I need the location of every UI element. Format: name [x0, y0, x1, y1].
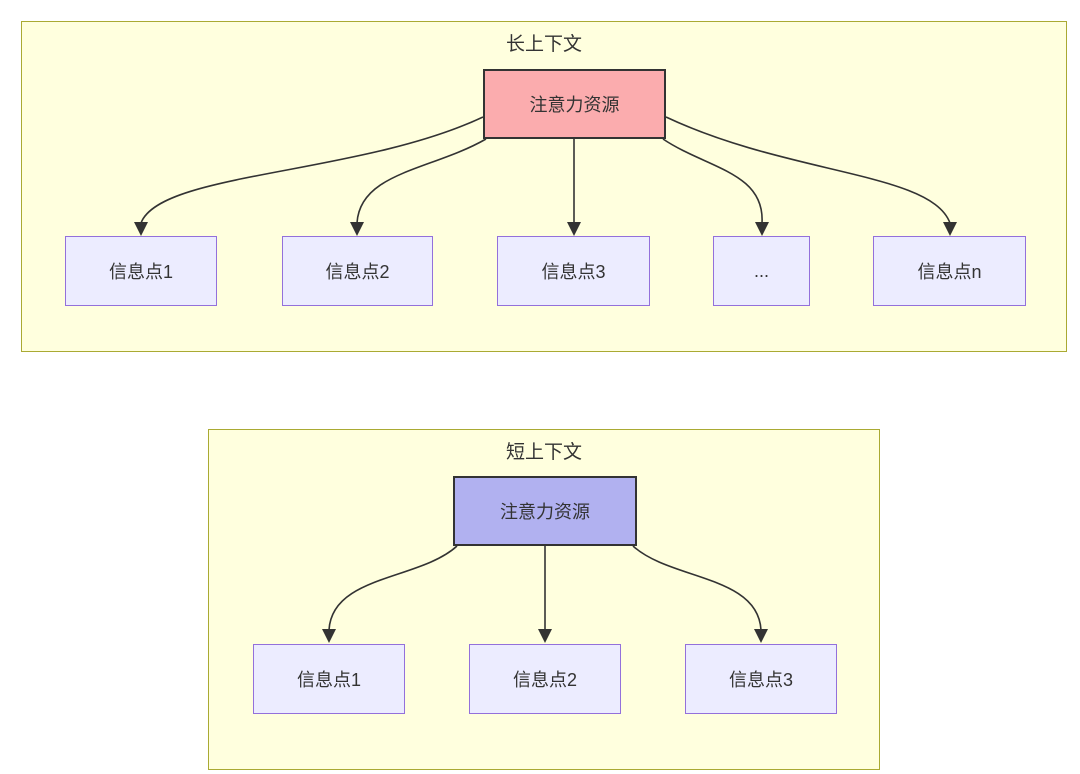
- node-info-point-ellipsis: ...: [713, 236, 810, 306]
- node-info-point-3-long: 信息点3: [497, 236, 650, 306]
- group-short-context-title: 短上下文: [505, 442, 582, 463]
- node-info-point-2-long: 信息点2: [282, 236, 433, 306]
- node-info-point-n: 信息点n: [873, 236, 1026, 306]
- node-info-point-3-short: 信息点3: [685, 644, 837, 714]
- node-info-point-2-short: 信息点2: [469, 644, 621, 714]
- node-info-point-1-long: 信息点1: [65, 236, 217, 306]
- node-attention-resource-short: 注意力资源: [453, 476, 637, 546]
- node-info-point-1-short: 信息点1: [253, 644, 405, 714]
- group-long-context-title: 长上下文: [505, 34, 582, 55]
- node-attention-resource-long: 注意力资源: [483, 69, 666, 139]
